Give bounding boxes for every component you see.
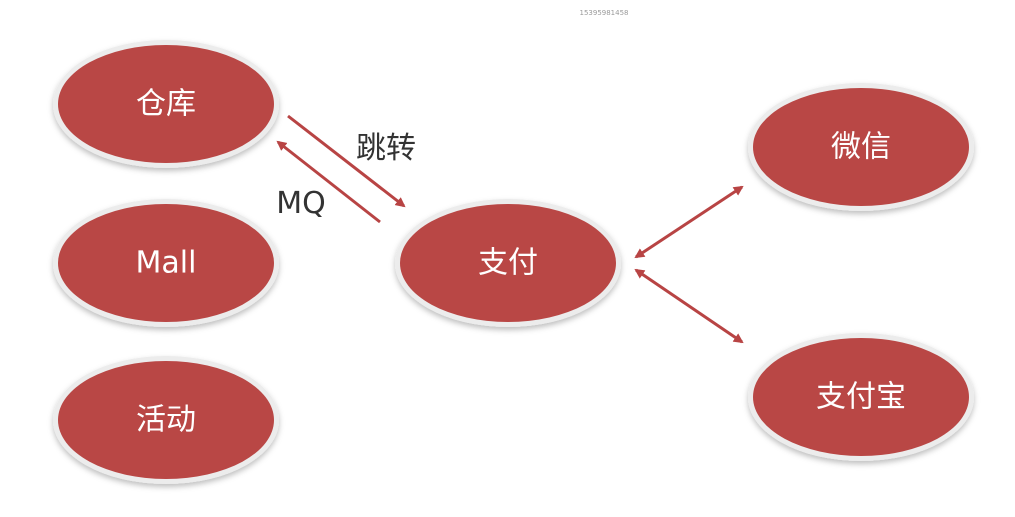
arrow-payment-wechat [634, 185, 744, 259]
node-alipay: 支付宝 [748, 333, 974, 461]
arrow-payment-to-warehouse [276, 140, 381, 224]
node-label-mall: Mall [136, 246, 197, 281]
edge-label-redirect: 跳转 [356, 131, 416, 166]
node-wechat: 微信 [748, 83, 974, 211]
node-label-alipay: 支付宝 [816, 380, 906, 415]
node-label-warehouse: 仓库 [136, 87, 196, 122]
watermark-text: 15395981458 [580, 9, 629, 17]
node-activity: 活动 [53, 356, 279, 484]
node-warehouse: 仓库 [53, 40, 279, 168]
arrow-warehouse-to-payment [287, 114, 406, 208]
node-payment: 支付 [395, 199, 621, 327]
arrow-payment-alipay [634, 268, 744, 344]
node-label-activity: 活动 [136, 403, 196, 438]
node-label-wechat: 微信 [831, 130, 891, 165]
edge-label-mq: MQ [276, 186, 326, 221]
node-mall: Mall [53, 199, 279, 327]
node-label-payment: 支付 [478, 246, 538, 281]
